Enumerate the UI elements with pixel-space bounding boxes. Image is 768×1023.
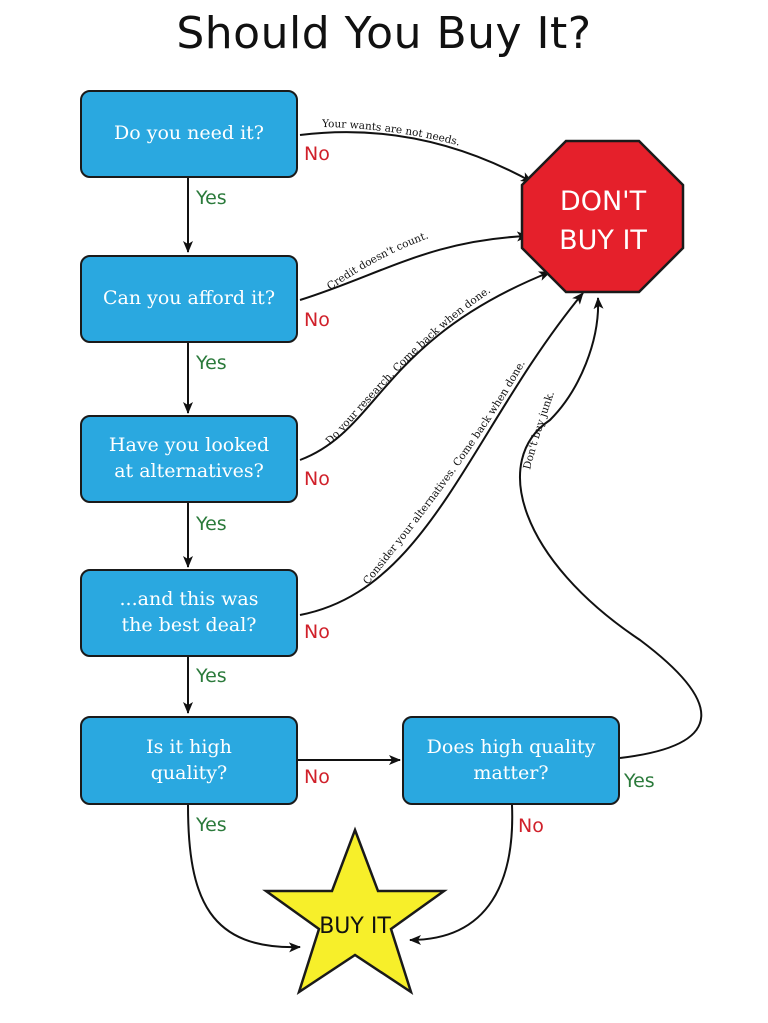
- yes-label-alt: Yes: [195, 513, 227, 535]
- edge-afford-no: [299, 231, 529, 301]
- buy-text: BUY IT: [319, 914, 391, 939]
- node-high-quality: Is it high quality?: [80, 716, 298, 805]
- page-title: Should You Buy It?: [176, 8, 592, 59]
- note-consider: Consider your alternatives. Come back wh…: [361, 358, 528, 587]
- stop-sign-icon: [520, 139, 685, 294]
- node-need-it: Do you need it?: [80, 90, 298, 178]
- node-quality-matter-line1: Does high quality: [426, 735, 596, 758]
- edge-need-no: [299, 131, 533, 183]
- star-icon: [262, 826, 448, 995]
- edge-matter-no: [409, 804, 514, 945]
- node-alternatives-line1: Have you looked: [108, 434, 270, 457]
- yes-label-matter: Yes: [623, 770, 655, 792]
- yes-label-quality: Yes: [195, 814, 227, 836]
- note-credit: Credit doesn't count.: [325, 230, 430, 293]
- node-need-it-text: Do you need it?: [114, 122, 264, 145]
- no-label-matter: No: [518, 815, 544, 837]
- node-afford-it-text: Can you afford it?: [102, 287, 276, 310]
- edge-deal-no: [299, 292, 584, 616]
- edge-alt-no: [299, 271, 551, 461]
- node-quality-matter-line2: matter?: [473, 761, 549, 784]
- node-best-deal: ...and this was the best deal?: [80, 569, 298, 657]
- node-best-deal-line2: the best deal?: [121, 614, 257, 636]
- node-alternatives: Have you looked at alternatives?: [80, 415, 298, 503]
- stop-text-line1: DON'T: [560, 186, 647, 217]
- edge-matter-yes: [519, 297, 703, 759]
- no-label-need: No: [304, 143, 330, 165]
- no-label-deal: No: [304, 621, 330, 643]
- no-label-quality: No: [304, 766, 330, 788]
- edge-quality-yes: [187, 804, 301, 953]
- node-best-deal-line1: ...and this was: [119, 588, 259, 611]
- yes-label-need: Yes: [195, 187, 227, 209]
- no-label-afford: No: [304, 309, 330, 331]
- node-alternatives-line2: at alternatives?: [114, 460, 264, 482]
- yes-label-deal: Yes: [195, 665, 227, 687]
- note-junk: Don't buy junk.: [521, 390, 557, 471]
- yes-label-afford: Yes: [195, 352, 227, 374]
- note-wants: Your wants are not needs.: [321, 118, 461, 149]
- node-high-quality-line1: Is it high: [146, 735, 232, 758]
- note-research: Do your research. Come back when done.: [323, 284, 492, 447]
- node-afford-it: Can you afford it?: [80, 255, 298, 343]
- node-high-quality-line2: quality?: [150, 761, 228, 784]
- stop-text-line2: BUY IT: [559, 225, 647, 256]
- no-label-alt: No: [304, 468, 330, 490]
- node-quality-matter: Does high quality matter?: [402, 716, 620, 805]
